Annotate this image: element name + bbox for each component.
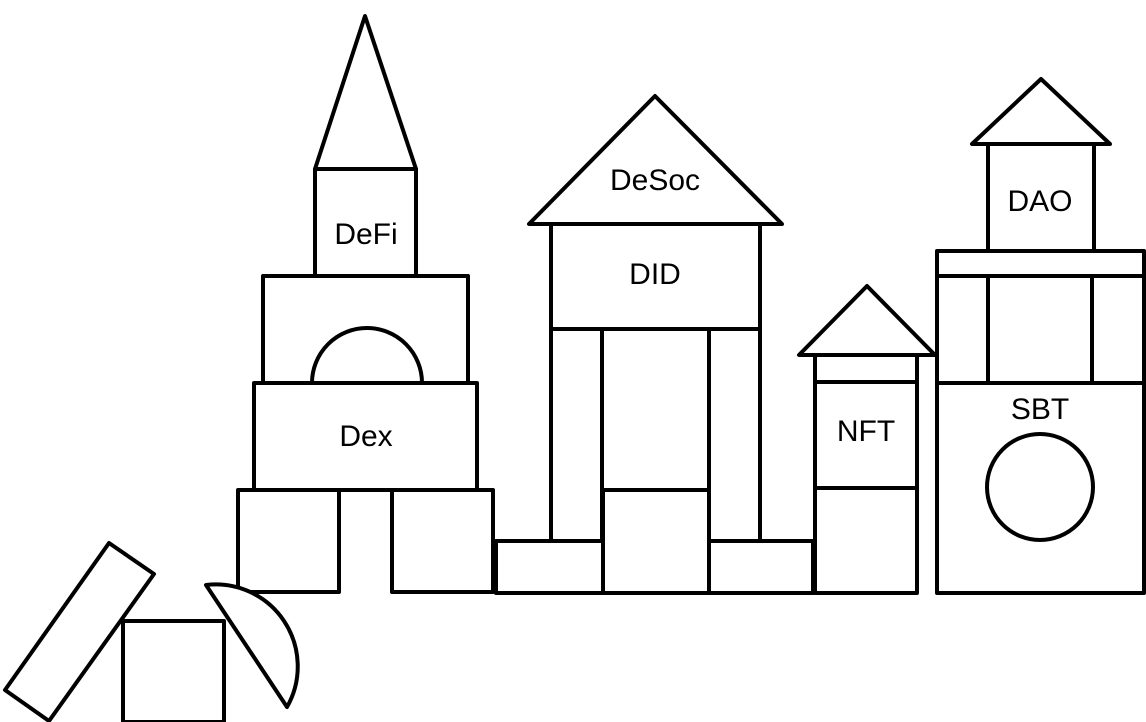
label-dex: Dex — [339, 420, 392, 453]
label-did: DID — [629, 258, 681, 291]
dao-middle-block — [986, 274, 1094, 385]
label-desoc: DeSoc — [610, 164, 700, 197]
arch-half-circle — [310, 326, 424, 385]
nft-base-block — [813, 486, 919, 595]
label-dao: DAO — [1007, 185, 1072, 218]
did-right-pillar — [707, 327, 762, 543]
desoc-roof-triangle — [527, 94, 784, 226]
dao-left-pillar — [935, 274, 990, 385]
label-nft: NFT — [837, 415, 895, 448]
nft-roof-triangle — [797, 284, 937, 357]
sbt-circle — [985, 432, 1095, 542]
dao-right-pillar — [1090, 274, 1146, 385]
right-foot-block — [390, 488, 495, 594]
dao-block — [986, 142, 1096, 253]
loose-half-circle-block — [204, 582, 300, 709]
did-block — [549, 222, 762, 331]
loose-square-block — [121, 619, 226, 722]
dao-slab — [935, 249, 1146, 278]
label-defi: DeFi — [334, 218, 397, 251]
label-sbt: SBT — [1011, 393, 1069, 426]
dao-roof-triangle — [970, 77, 1112, 146]
did-left-pillar — [549, 327, 604, 543]
tilted-plank-block — [3, 541, 156, 722]
defi-spire-triangle — [313, 14, 418, 171]
dex-block — [252, 381, 479, 492]
left-foot-block — [236, 488, 341, 594]
nft-top-block — [813, 353, 919, 384]
base-right-slab — [707, 539, 815, 595]
base-left-slab — [494, 539, 605, 595]
center-middle-block — [601, 488, 711, 595]
